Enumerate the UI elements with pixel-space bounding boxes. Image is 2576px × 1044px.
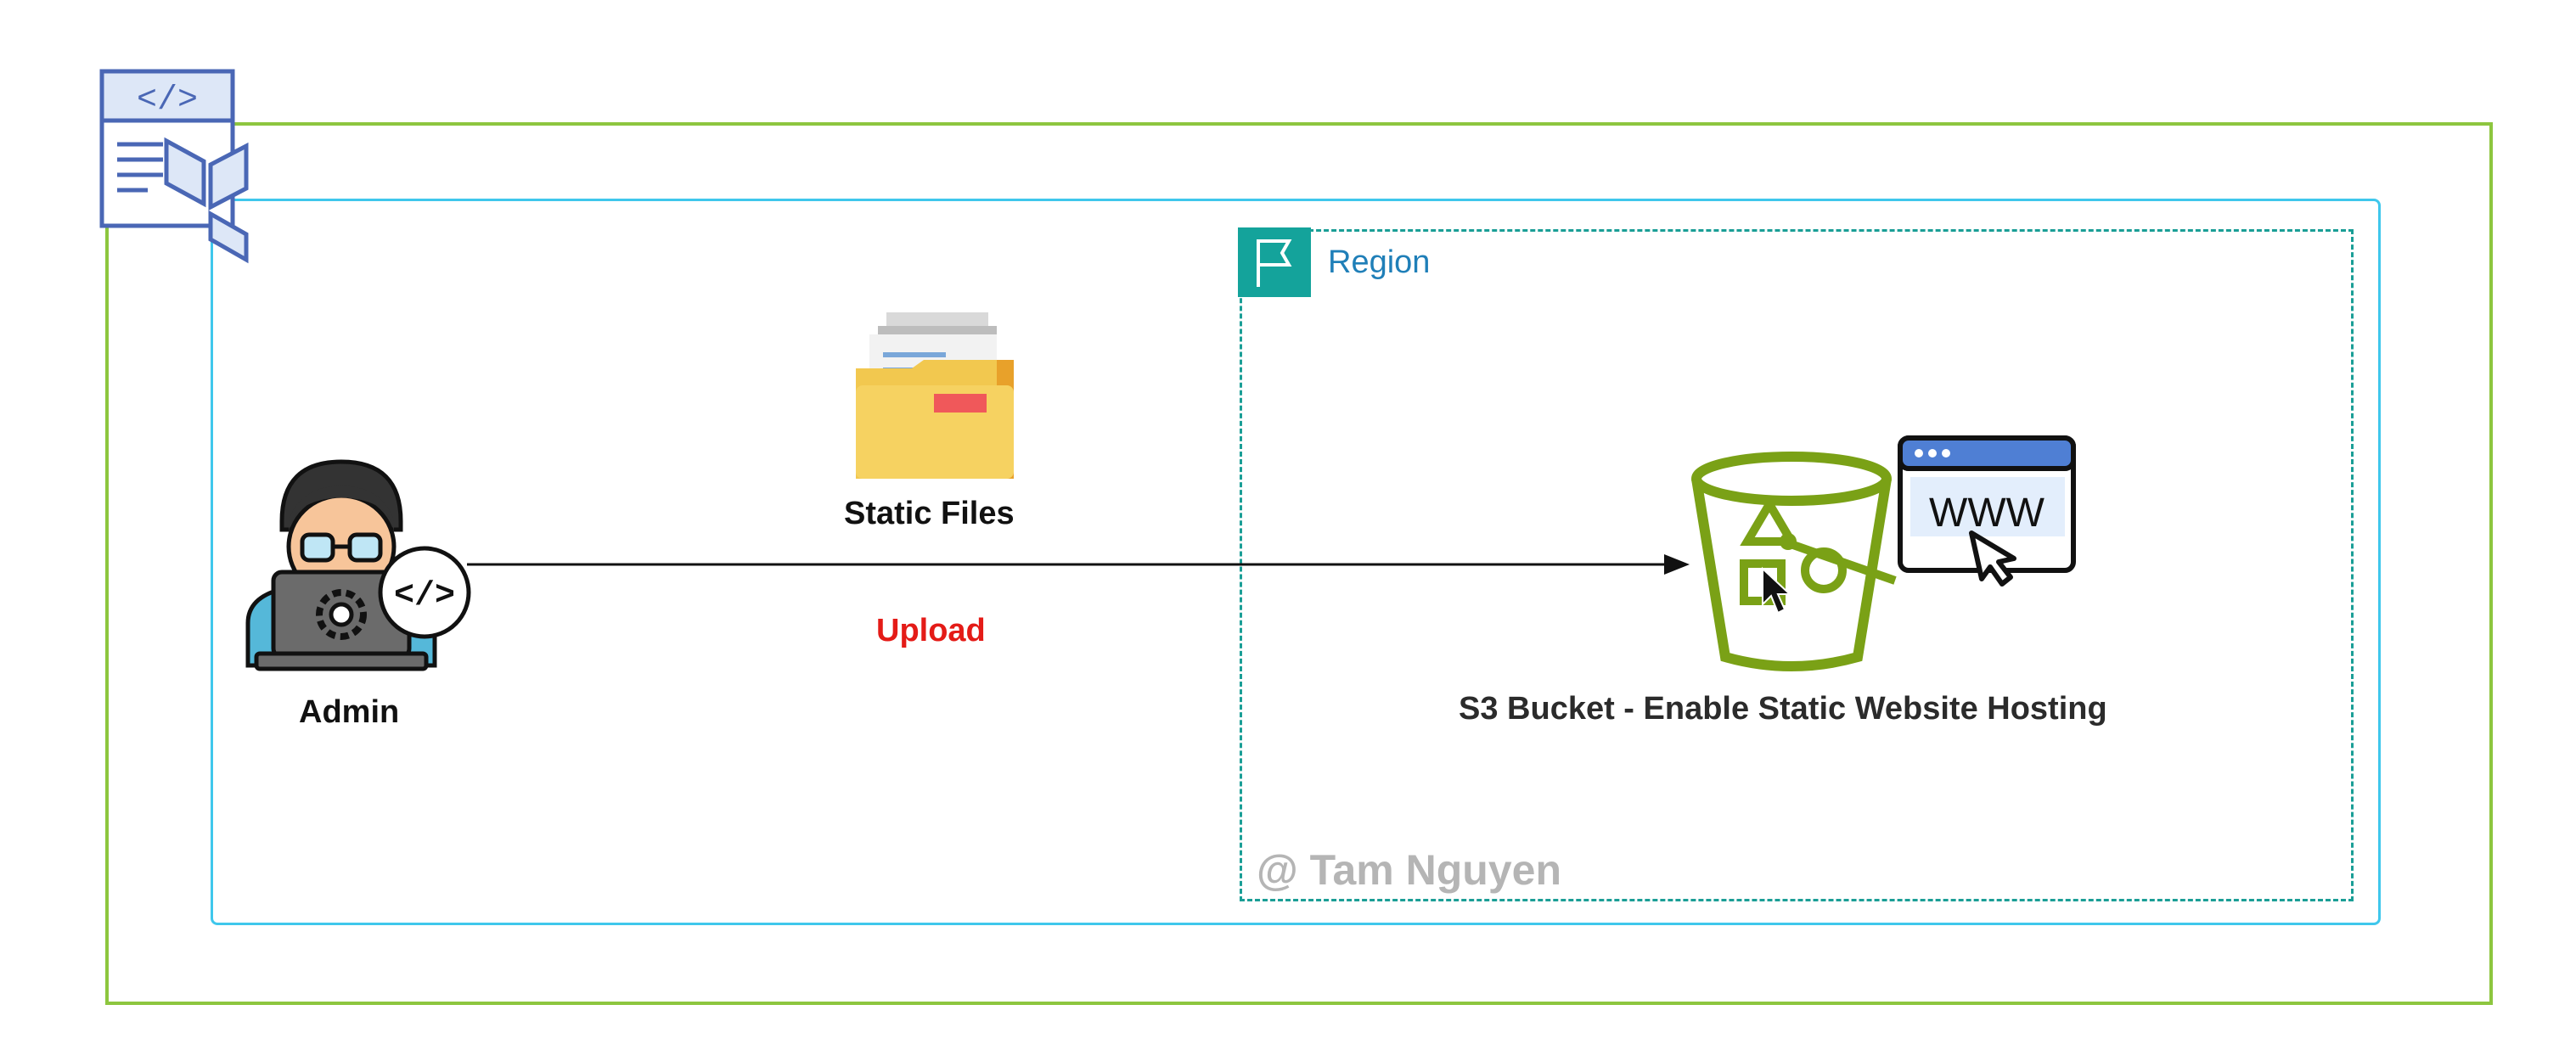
- terraform-code-icon: </>: [99, 69, 249, 264]
- s3-bucket-label: S3 Bucket - Enable Static Website Hostin…: [1459, 691, 2107, 727]
- www-browser-icon: WWW: [1898, 435, 2076, 587]
- static-files-label: Static Files: [844, 496, 1015, 531]
- svg-text:</>: </>: [394, 577, 455, 615]
- inner-boundary: [211, 199, 2381, 925]
- admin-label: Admin: [299, 694, 400, 730]
- s3-bucket-icon: [1691, 452, 1897, 671]
- upload-arrow: [467, 554, 1690, 575]
- folder-files-icon: [856, 312, 1014, 479]
- watermark: @ Tam Nguyen: [1257, 846, 1561, 894]
- svg-text:</>: </>: [137, 81, 198, 120]
- upload-label: Upload: [876, 613, 986, 648]
- admin-developer-icon: </>: [245, 459, 471, 671]
- cursor-icon: [1762, 566, 1792, 615]
- outer-boundary: [105, 122, 2493, 1005]
- region-flag-icon: [1238, 227, 1311, 297]
- svg-text:WWW: WWW: [1929, 491, 2045, 536]
- region-label: Region: [1328, 244, 1431, 280]
